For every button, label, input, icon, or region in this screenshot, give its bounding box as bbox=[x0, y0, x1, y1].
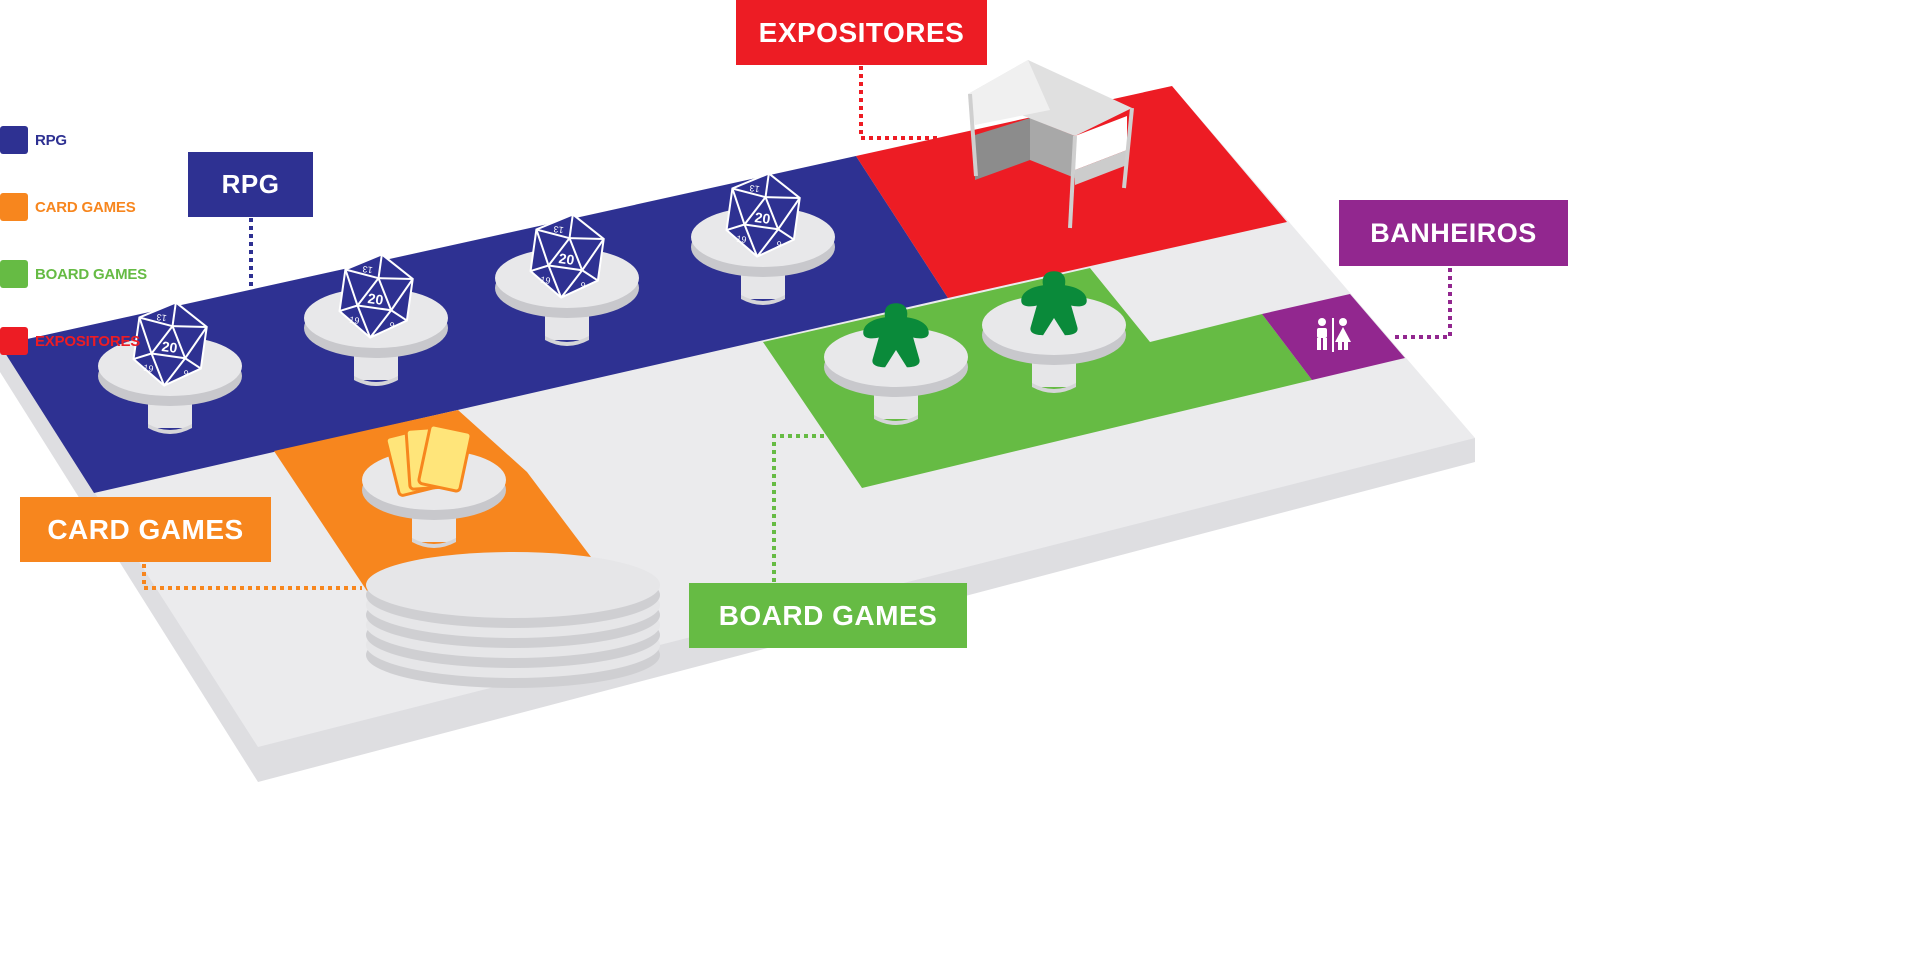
d20-die-icon: 20 13 19 9 bbox=[722, 167, 804, 263]
legend-swatch-rpg bbox=[0, 126, 28, 154]
legend-label: RPG bbox=[35, 131, 67, 149]
d20-die-icon: 20 13 19 9 bbox=[335, 248, 417, 344]
die-side-number: 9 bbox=[389, 320, 395, 331]
die-face-number: 20 bbox=[161, 338, 179, 356]
rpg-label[interactable]: RPG bbox=[188, 152, 313, 217]
card-games-leader-line bbox=[142, 564, 362, 590]
stage bbox=[366, 552, 660, 688]
die-side-number: 13 bbox=[553, 224, 564, 235]
die-side-number: 19 bbox=[736, 234, 747, 245]
legend-item-expositores: EXPOSITORES bbox=[0, 327, 147, 355]
board-games-leader-line bbox=[772, 434, 826, 582]
die-side-number: 9 bbox=[580, 280, 586, 291]
legend-item-card-games: CARD GAMES bbox=[0, 193, 147, 221]
die-side-number: 9 bbox=[776, 239, 782, 250]
rpg-table-2: 20 13 19 9 bbox=[304, 248, 448, 386]
playing-cards-icon bbox=[384, 423, 473, 497]
legend-item-rpg: RPG bbox=[0, 126, 147, 154]
legend-swatch-card-games bbox=[0, 193, 28, 221]
rpg-table-1: 20 13 19 9 bbox=[98, 296, 242, 434]
rpg-table-4: 20 13 19 9 bbox=[691, 167, 835, 305]
rpg-table-3: 20 13 19 9 bbox=[495, 208, 639, 346]
die-side-number: 13 bbox=[156, 312, 167, 323]
die-side-number: 9 bbox=[183, 368, 189, 379]
banheiros-label[interactable]: BANHEIROS bbox=[1339, 200, 1568, 266]
legend-swatch-board-games bbox=[0, 260, 28, 288]
legend-item-board-games: BOARD GAMES bbox=[0, 260, 147, 288]
die-face-number: 20 bbox=[367, 290, 385, 308]
die-side-number: 19 bbox=[143, 363, 154, 374]
card-games-label[interactable]: CARD GAMES bbox=[20, 497, 271, 562]
tent-icon bbox=[968, 60, 1134, 229]
legend-swatch-expositores bbox=[0, 327, 28, 355]
d20-die-icon: 20 13 19 9 bbox=[526, 208, 608, 304]
legend-label: BOARD GAMES bbox=[35, 265, 147, 283]
die-face-number: 20 bbox=[754, 209, 772, 227]
die-side-number: 19 bbox=[540, 275, 551, 286]
die-face-number: 20 bbox=[558, 250, 576, 268]
die-side-number: 19 bbox=[349, 315, 360, 326]
board-games-label[interactable]: BOARD GAMES bbox=[689, 583, 967, 648]
restroom-icon bbox=[1317, 318, 1351, 352]
legend: RPG CARD GAMES BOARD GAMES EXPOSITORES bbox=[0, 126, 147, 394]
legend-label: CARD GAMES bbox=[35, 198, 136, 216]
expositores-label[interactable]: EXPOSITORES bbox=[736, 0, 987, 65]
legend-label: EXPOSITORES bbox=[35, 332, 141, 350]
d20-die-icon: 20 13 19 9 bbox=[129, 296, 211, 392]
card-games-table bbox=[362, 423, 506, 548]
banheiros-leader-line bbox=[1392, 268, 1452, 339]
die-side-number: 13 bbox=[749, 183, 760, 194]
die-side-number: 13 bbox=[362, 264, 373, 275]
expositores-leader-line bbox=[859, 66, 940, 140]
